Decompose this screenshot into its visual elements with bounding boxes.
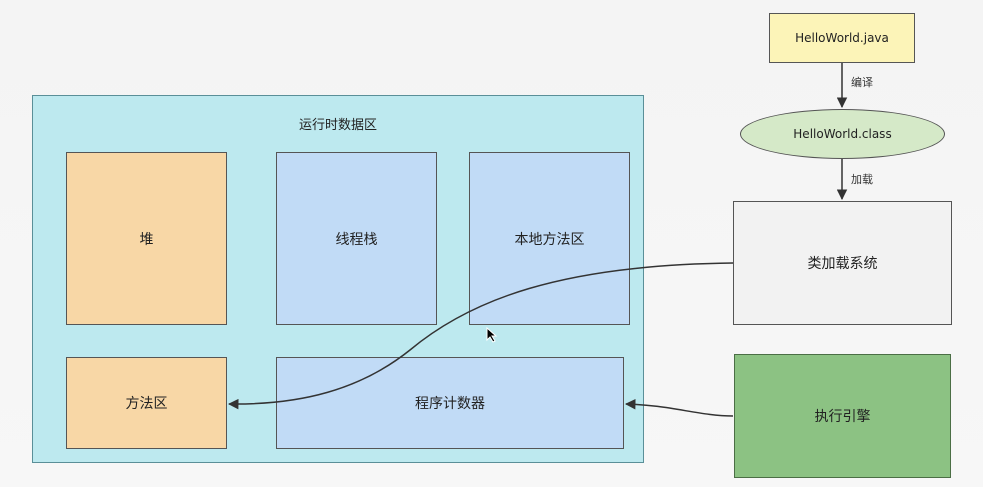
engine-to-pc-arrow [624, 398, 734, 417]
program-counter-label: 程序计数器 [415, 396, 485, 412]
class-loader-label: 类加载系统 [807, 256, 878, 272]
thread-stack-label: 线程栈 [335, 231, 378, 248]
load-edge-label: 加载 [851, 173, 873, 186]
heap-label: 堆 [139, 231, 154, 248]
method-area-label: 方法区 [125, 396, 168, 412]
heap-block: 堆 [66, 152, 227, 325]
class-file-node: HelloWorld.class [740, 109, 945, 159]
class-loader-node: 类加载系统 [733, 201, 952, 325]
java-file-label: HelloWorld.java [795, 31, 889, 45]
execution-engine-label: 执行引擎 [814, 409, 871, 425]
java-file-node: HelloWorld.java [769, 13, 915, 63]
loader-to-method-area-arrow [227, 262, 734, 410]
execution-engine-node: 执行引擎 [734, 354, 951, 478]
runtime-data-area-title: 运行时数据区 [298, 118, 377, 133]
native-method-area-block: 本地方法区 [469, 152, 630, 325]
class-file-label: HelloWorld.class [793, 127, 892, 141]
mouse-pointer-icon [486, 327, 498, 343]
compile-edge-label: 编译 [851, 76, 873, 89]
thread-stack-block: 线程栈 [276, 152, 437, 325]
method-area-block: 方法区 [66, 357, 227, 449]
program-counter-block: 程序计数器 [276, 357, 624, 449]
native-method-area-label: 本地方法区 [514, 231, 585, 248]
